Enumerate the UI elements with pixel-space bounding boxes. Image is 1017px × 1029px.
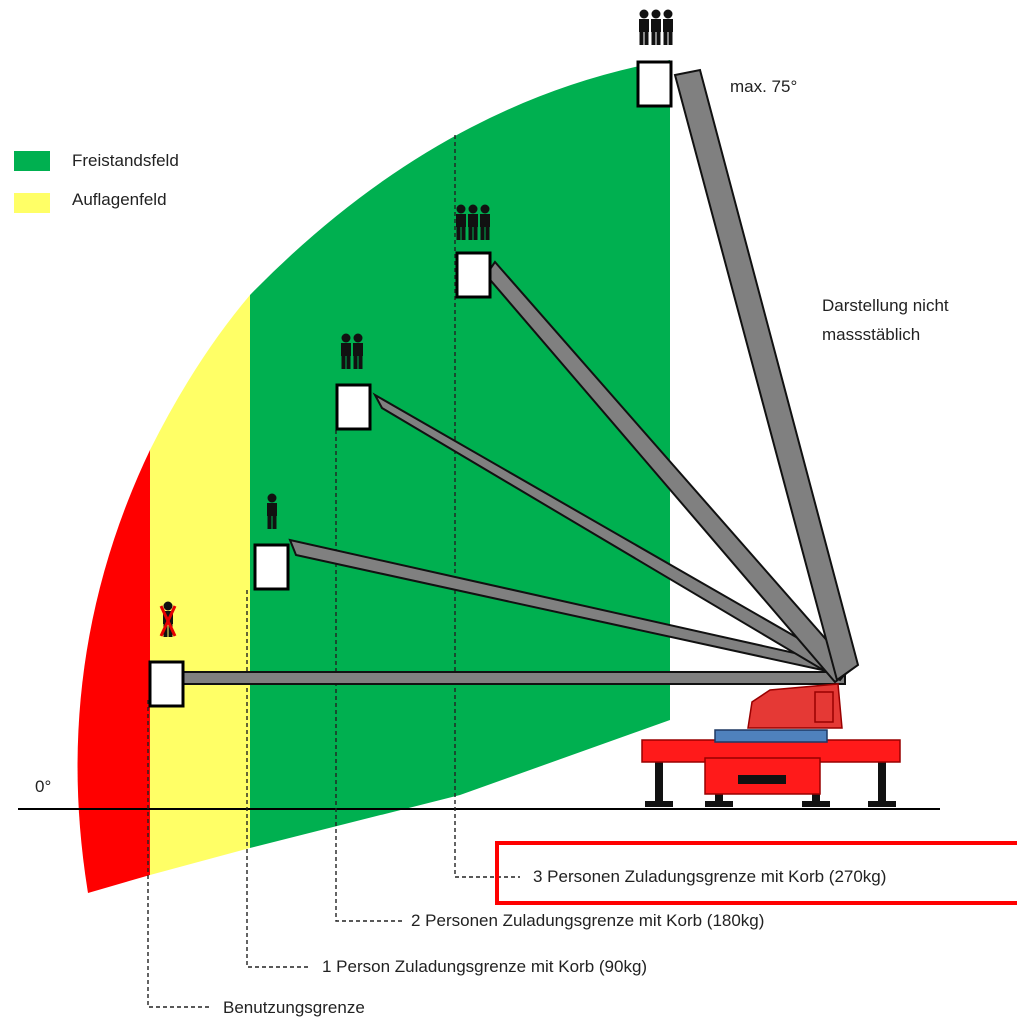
legend-swatch-auflagenfeld xyxy=(14,193,50,213)
zero-angle-label: 0° xyxy=(35,777,52,796)
machine xyxy=(641,683,901,807)
boom-0deg xyxy=(182,671,846,685)
legend-swatch-freistandsfeld xyxy=(14,151,50,171)
person-crossed-icon xyxy=(159,601,177,637)
basket-1p xyxy=(253,543,290,591)
boom-2p xyxy=(372,392,852,682)
highlight-box xyxy=(495,841,1017,905)
max-angle-label: max. 75° xyxy=(730,77,798,96)
limit-label-3-personen: 3 Personen Zuladungsgrenze mit Korb (270… xyxy=(533,867,887,886)
limit-label-1-person: 1 Person Zuladungsgrenze mit Korb (90kg) xyxy=(322,957,648,976)
baskets xyxy=(148,60,673,708)
limit-label-2-personen: 2 Personen Zuladungsgrenze mit Korb (180… xyxy=(411,911,765,930)
three-persons-icon xyxy=(639,9,673,45)
scale-note-line2: massstäblich xyxy=(822,325,921,344)
limit-label-benutzungsgrenze: Benutzungsgrenze xyxy=(223,998,365,1017)
legend-label-freistandsfeld: Freistandsfeld xyxy=(72,151,179,170)
basket-75deg xyxy=(636,60,673,108)
basket-0deg xyxy=(148,660,185,708)
legend-label-auflagenfeld: Auflagenfeld xyxy=(72,190,167,209)
boom-75deg xyxy=(673,68,860,682)
red-zone xyxy=(77,450,150,893)
scale-note-line1: Darstellung nicht xyxy=(822,296,949,315)
yellow-zone xyxy=(150,295,250,875)
basket-2p xyxy=(335,383,372,431)
basket-3p xyxy=(455,251,492,299)
